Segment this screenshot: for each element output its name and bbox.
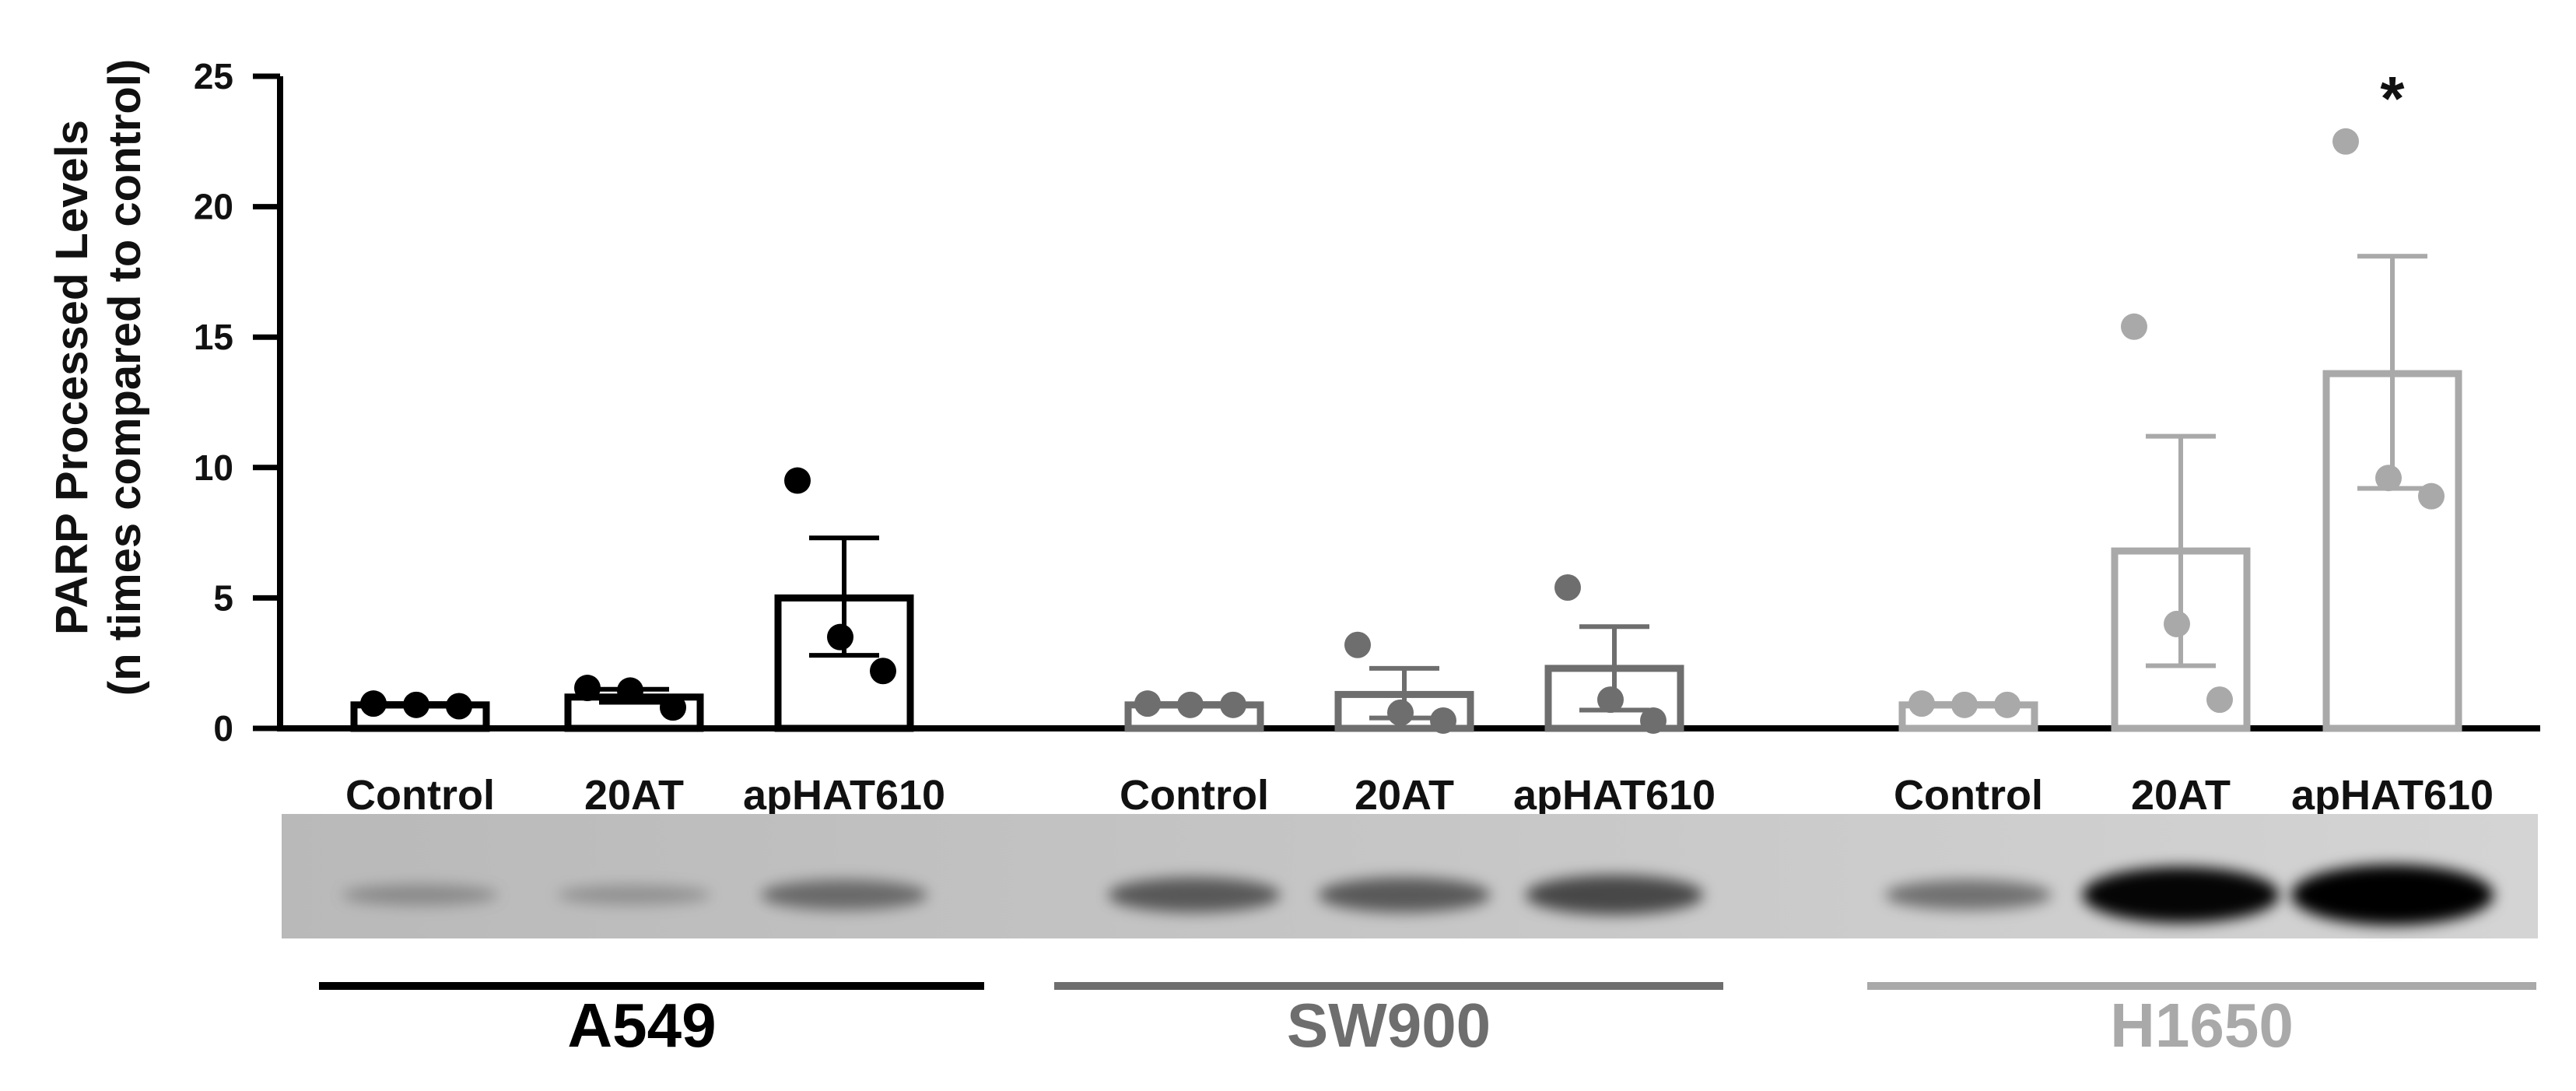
data-point: [1344, 631, 1371, 658]
blot-band: [2082, 867, 2280, 923]
data-point: [446, 693, 472, 720]
data-point: [1597, 686, 1624, 714]
category-label: 20AT: [1355, 772, 1454, 819]
category-label: apHAT610: [743, 772, 945, 819]
category-label: apHAT610: [1513, 772, 1716, 819]
data-point: [2121, 313, 2147, 340]
data-point: [1908, 690, 1935, 717]
data-point: [2332, 128, 2359, 155]
bar-group-A549-apHAT610: [774, 467, 914, 732]
bar-group-SW900-20AT: [1334, 631, 1474, 734]
data-point: [827, 623, 853, 651]
data-point: [1994, 691, 2020, 718]
data-point: [1134, 690, 1161, 717]
data-point: [2375, 465, 2402, 492]
data-point: [1430, 707, 1456, 734]
data-point: [360, 690, 387, 717]
y-tick-label: 10: [194, 447, 233, 488]
category-label: 20AT: [2131, 772, 2231, 819]
y-ticks: 0 5 10 15 20 25: [194, 56, 280, 749]
data-point: [1640, 707, 1667, 734]
data-point: [2418, 482, 2445, 510]
y-axis-title-line1: PARP Processed Levels: [47, 120, 97, 635]
data-point: [1387, 699, 1414, 726]
blot-band: [556, 885, 712, 905]
bar-group-H1650-20AT: [2111, 313, 2251, 732]
y-tick-label: 5: [213, 577, 233, 618]
group-label-A549: A549: [567, 991, 716, 1060]
blot-band: [1318, 877, 1491, 913]
group-label-H1650: H1650: [2110, 991, 2294, 1060]
data-point: [617, 677, 643, 704]
significance-marker: *: [2380, 64, 2405, 133]
category-label: Control: [1120, 772, 1269, 819]
data-point: [1951, 691, 1978, 718]
y-axis-title-line2: (n times compared to control): [100, 59, 150, 696]
blot-band: [760, 879, 928, 910]
axes: [277, 76, 2540, 731]
blot-band: [342, 884, 499, 906]
category-label: 20AT: [584, 772, 684, 819]
category-labels: Control 20AT apHAT610 Control 20AT apHAT610 Co…: [345, 772, 2494, 819]
bar-group-A549-Control: [350, 690, 490, 732]
blot-band: [1884, 879, 2052, 910]
category-label: Control: [1894, 772, 2043, 819]
western-blot-strip: [282, 814, 2538, 938]
blot-band: [1525, 875, 1704, 915]
data-point: [2164, 610, 2190, 637]
cell-line-labels: A549 SW900 H1650: [319, 982, 2536, 1060]
category-label: apHAT610: [2291, 772, 2494, 819]
data-point: [403, 691, 429, 718]
bar-group-H1650-apHAT610: *: [2322, 64, 2462, 732]
data-point: [660, 694, 686, 721]
data-point: [870, 658, 896, 685]
data-point: [1220, 691, 1246, 718]
y-tick-label: 15: [194, 317, 233, 357]
group-label-SW900: SW900: [1287, 991, 1491, 1060]
bar-group-A549-20AT: [564, 675, 704, 732]
y-tick-label: 25: [194, 56, 233, 96]
data-point: [1554, 574, 1581, 601]
bars-layer: *: [350, 64, 2462, 734]
blot-band: [1108, 877, 1281, 913]
data-point: [784, 467, 811, 494]
bar-group-H1650-Control: [1898, 690, 2038, 732]
y-tick-label: 0: [213, 708, 233, 749]
data-point: [2206, 686, 2233, 714]
data-point: [1177, 691, 1204, 718]
category-label: Control: [345, 772, 495, 819]
blot-band: [2291, 865, 2494, 925]
y-tick-label: 20: [194, 187, 233, 227]
data-point: [574, 675, 601, 702]
bar-group-SW900-Control: [1124, 690, 1264, 732]
bar-group-SW900-apHAT610: [1544, 574, 1684, 734]
